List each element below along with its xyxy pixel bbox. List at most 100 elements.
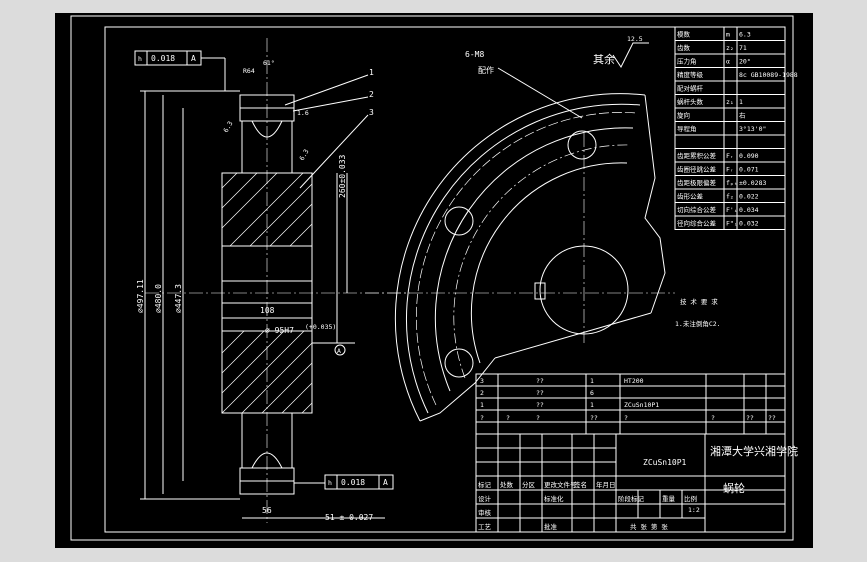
param-value: 0.034: [739, 206, 759, 214]
tb-stage-1: 重量: [662, 495, 676, 503]
outer-border: [70, 15, 794, 541]
tb-r1-2: 分区: [522, 480, 536, 489]
param-value: 0.022: [739, 193, 759, 201]
tb-r1-4: 签名: [574, 480, 587, 489]
part-title: 蜗轮: [723, 481, 745, 495]
parts-header-cell: ??: [590, 414, 598, 422]
notes-title: 技 术 要 求: [680, 297, 718, 306]
part-no: 1: [480, 401, 484, 409]
title-block: ZCuSn10P1 湘潭大学兴湘学院 蜗轮 1:2 标记 处数 分区 更改文件号…: [475, 433, 798, 533]
part-qty: 1: [590, 377, 594, 385]
school-name: 湘潭大学兴湘学院: [710, 444, 798, 458]
tb-r1-5: 年月日: [596, 480, 616, 489]
parts-header-cell: ?: [624, 414, 628, 422]
param-value: 8c GB10089-1988: [739, 71, 798, 79]
param-label: 齿圈径跳公差: [677, 165, 717, 174]
param-value: 右: [739, 111, 746, 120]
param-label: 齿形公差: [677, 192, 704, 201]
part-name: ??: [536, 377, 544, 385]
param-label: 齿距极限偏差: [677, 178, 717, 187]
param-label: 齿距累积公差: [677, 151, 717, 160]
bolt-hole-2: [444, 348, 474, 378]
bolt-spec: 6-M8: [465, 50, 484, 59]
param-label: 径向综合公差: [677, 219, 717, 228]
scale-value: 1:2: [688, 506, 700, 514]
tb-sheets: 共 张 第 张: [630, 522, 668, 531]
tb-stage-2: 比例: [684, 494, 697, 503]
svg-text:h: h: [138, 55, 142, 63]
param-label: 导程角: [677, 124, 697, 133]
bore-fit: ⌀ 95H7: [265, 326, 294, 335]
param-value: 20°: [739, 58, 751, 66]
rough-63b: 6.3: [298, 148, 311, 162]
part-qty: 6: [590, 389, 594, 397]
datum-circle-label: A: [337, 347, 341, 355]
inner-border: [104, 26, 786, 533]
param-label: 蜗杆头数: [677, 97, 704, 106]
dim-outer-dia: ⌀497.11: [136, 279, 145, 313]
part-name: ??: [536, 389, 544, 397]
param-symbol: Fᵣ: [726, 152, 734, 160]
plan-view: 6-M8 配作 其余 12.5: [365, 35, 675, 422]
balloon-3: 3: [369, 108, 374, 117]
param-label: 齿数: [677, 43, 691, 52]
part-no: 2: [480, 389, 484, 397]
part-material: ZCuSn10P1: [624, 401, 659, 409]
param-symbol: f₂: [726, 193, 734, 201]
param-label: 旋向: [677, 111, 690, 120]
param-symbol: Fᵣ: [726, 166, 734, 174]
param-symbol: z₁: [726, 98, 734, 106]
drawing-sheet: 1 2 3 h 0.018 A h 0.018 A ⌀497.11 ⌀480.0…: [55, 13, 813, 548]
param-symbol: fₚₜ: [726, 179, 738, 187]
param-symbol: F'ᵢ: [726, 206, 738, 214]
tb-r4-3: 批准: [544, 522, 558, 531]
param-symbol: F"ᵢ: [726, 220, 738, 228]
tb-r1-1: 处数: [500, 480, 514, 489]
dim-keyway: 51 ± 0.027: [325, 513, 373, 522]
tb-r1-3: 更改文件号: [544, 480, 577, 489]
dim-56: 56: [262, 506, 272, 515]
parts-header-cell: ??: [768, 414, 776, 422]
cad-drawing: 1 2 3 h 0.018 A h 0.018 A ⌀497.11 ⌀480.0…: [70, 15, 798, 541]
tb-r2-3: 标准化: [544, 494, 564, 503]
keyway: [534, 282, 546, 300]
param-label: 压力角: [677, 57, 697, 66]
tolerance-bottom: 0.018: [341, 478, 365, 487]
parts-header-cell: ?: [480, 414, 484, 422]
roughness-note: 其余: [593, 52, 615, 66]
param-value: 6.3: [739, 31, 751, 39]
parts-header-cell: ?: [506, 414, 510, 422]
param-value: 0.032: [739, 220, 759, 228]
dim-root-dia: ⌀447.3: [174, 284, 183, 313]
param-symbol: m: [726, 31, 730, 39]
balloon-2: 2: [369, 90, 374, 99]
param-label: 切向综合公差: [677, 205, 717, 214]
r-label: R64: [243, 67, 255, 75]
material-label: ZCuSn10P1: [643, 458, 687, 467]
param-value: 71: [739, 44, 747, 52]
param-label: 配对蜗杆: [677, 84, 704, 93]
part-no: 3: [480, 377, 484, 385]
section-view: 1 2 3 h 0.018 A h 0.018 A ⌀497.11 ⌀480.0…: [134, 38, 410, 523]
tb-r1-0: 标记: [478, 480, 492, 489]
param-symbol: α: [726, 58, 730, 66]
parts-header-cell: ?: [711, 414, 715, 422]
param-label: 模数: [677, 30, 691, 39]
param-value: 3°13'0": [739, 125, 766, 133]
balloon-1: 1: [369, 68, 374, 77]
datum-top: A: [191, 54, 196, 63]
param-label: 精度等级: [677, 70, 704, 79]
dim-260: 260±0.033: [338, 154, 347, 198]
svg-text:h: h: [328, 479, 332, 487]
parts-header-cell: ?: [536, 414, 540, 422]
tb-stage-0: 阶段标记: [618, 494, 645, 503]
param-value: ±0.0283: [739, 179, 766, 187]
part-name: ??: [536, 401, 544, 409]
hatching: [221, 172, 313, 414]
rough-16: 1.6: [297, 109, 309, 117]
tb-r4-0: 工艺: [478, 523, 492, 531]
part-material: HT200: [624, 377, 644, 385]
rough-63a: 6.3: [222, 120, 235, 134]
